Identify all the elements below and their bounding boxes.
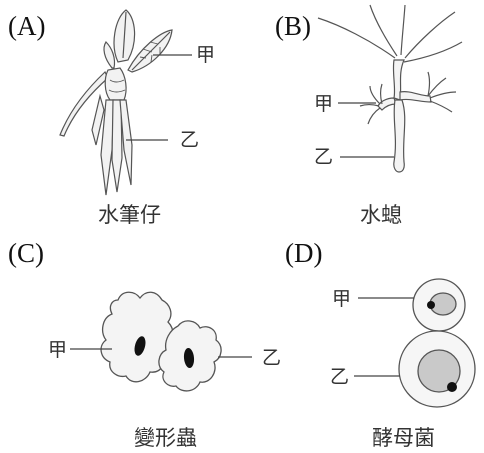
hydra-illustration (317, 4, 463, 173)
label-b-jia: 甲 (314, 93, 333, 115)
caption-a: 水筆仔 (98, 203, 161, 227)
label-c-jia: 甲 (48, 339, 67, 361)
amoeba-nucleus-left (134, 336, 146, 356)
label-b-yi: 乙 (314, 146, 333, 168)
label-a-jia: 甲 (196, 44, 215, 66)
yeast-illustration (398, 278, 476, 408)
label-d-yi: 乙 (330, 366, 349, 388)
panel-c-letter: (C) (8, 238, 44, 268)
caption-d: 酵母菌 (372, 426, 435, 450)
panel-d: (D) 甲 乙 酵母菌 (285, 238, 476, 450)
caption-b: 水螅 (360, 203, 402, 227)
yeast-parent-vacuole (417, 349, 461, 393)
panel-b: (B) 甲 乙 (275, 4, 463, 227)
panel-b-letter: (B) (275, 11, 311, 41)
panel-a: (A) 甲 乙 水筆仔 (8, 9, 215, 227)
panel-d-letter: (D) (285, 238, 322, 268)
label-a-yi: 乙 (180, 129, 199, 151)
panel-a-letter: (A) (8, 11, 45, 41)
amoeba-nucleus-right (183, 348, 195, 368)
label-c-yi: 乙 (262, 347, 281, 369)
label-d-jia: 甲 (332, 288, 351, 310)
mangrove-seedling-illustration (59, 9, 173, 196)
panel-c: (C) 甲 乙 變形蟲 (8, 238, 281, 450)
amoeba-illustration (100, 291, 222, 392)
caption-c: 變形蟲 (134, 426, 197, 450)
